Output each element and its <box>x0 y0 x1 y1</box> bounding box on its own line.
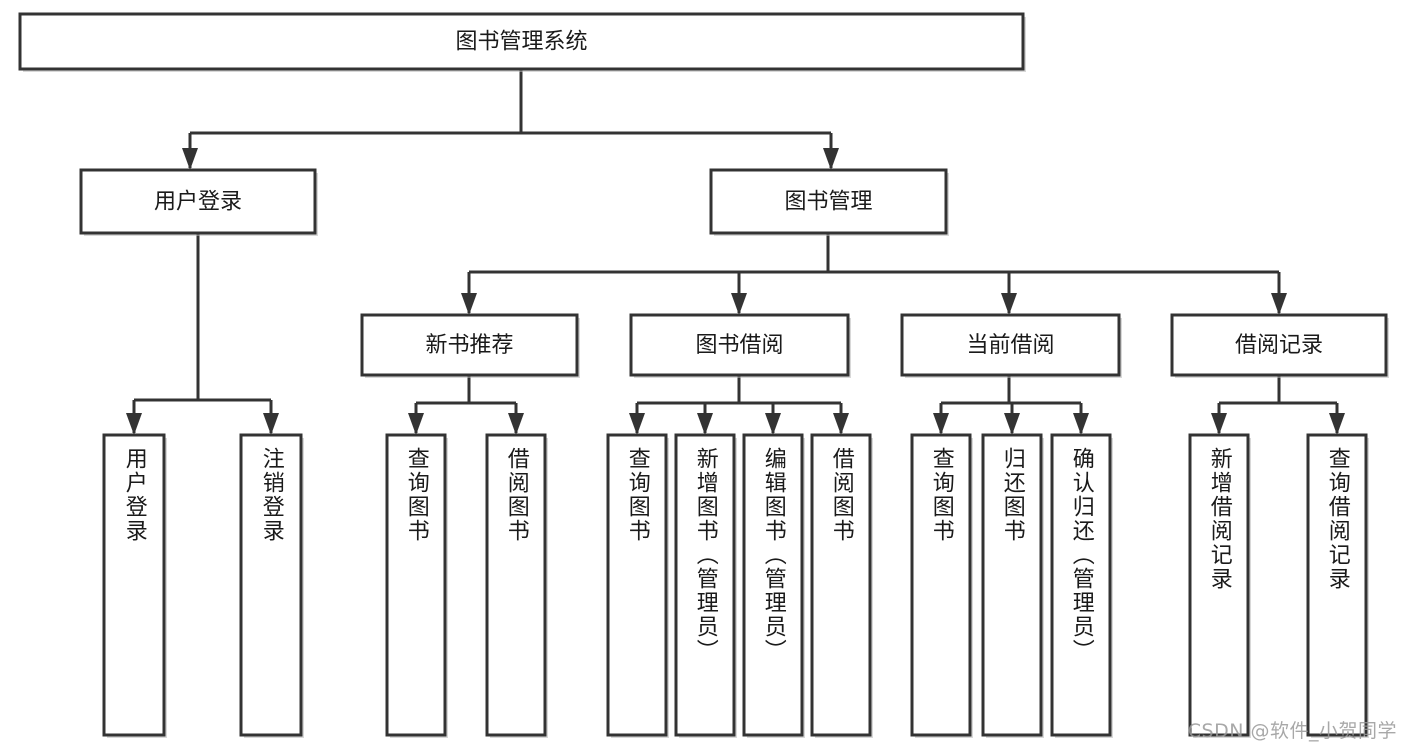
node-leaf-5[interactable] <box>674 433 736 737</box>
arrow-head-icon <box>126 413 142 435</box>
connectors-layer <box>126 69 1345 435</box>
node-leaf-0[interactable] <box>102 433 166 737</box>
node-level1-0-label: 用户登录 <box>154 190 242 215</box>
arrow-head-icon <box>933 413 949 435</box>
node-leaf-4[interactable] <box>606 433 668 737</box>
node-level2-0-label: 新书推荐 <box>425 333 513 358</box>
arrow-head-icon <box>263 413 279 435</box>
arrow-head-icon <box>1211 413 1227 435</box>
node-leaf-9[interactable] <box>981 433 1043 737</box>
arrow-head-icon <box>461 293 477 315</box>
node-leaf-11[interactable] <box>1188 433 1250 737</box>
arrow-head-icon <box>1073 413 1089 435</box>
node-leaf-6[interactable] <box>742 433 804 737</box>
node-leaf-8[interactable] <box>910 433 972 737</box>
arrow-head-icon <box>731 293 747 315</box>
arrow-head-icon <box>765 413 781 435</box>
node-leaf-3[interactable] <box>485 433 547 737</box>
node-level1-0[interactable] <box>79 168 317 235</box>
arrow-head-icon <box>833 413 849 435</box>
node-level2-1-label: 图书借阅 <box>695 333 783 358</box>
node-leaf-12[interactable] <box>1306 433 1368 737</box>
arrow-head-icon <box>697 413 713 435</box>
node-leaf-7[interactable] <box>810 433 872 737</box>
arrow-head-icon <box>182 148 198 170</box>
node-leaf-10[interactable] <box>1050 433 1112 737</box>
arrow-head-icon <box>408 413 424 435</box>
node-level1-1-label: 图书管理 <box>784 190 872 215</box>
arrow-head-icon <box>629 413 645 435</box>
watermark-text: CSDN @软件_小贺同学 <box>1187 720 1397 742</box>
node-level2-2-label: 当前借阅 <box>966 333 1054 358</box>
arrow-head-icon <box>1004 413 1020 435</box>
node-level1-1[interactable] <box>709 168 948 235</box>
node-level2-1[interactable] <box>629 313 850 377</box>
arrow-head-icon <box>508 413 524 435</box>
arrow-head-icon <box>1329 413 1345 435</box>
node-leaf-2[interactable] <box>385 433 447 737</box>
node-level2-2[interactable] <box>900 313 1121 377</box>
arrow-head-icon <box>1001 293 1017 315</box>
node-leaf-1[interactable] <box>239 433 303 737</box>
arrow-head-icon <box>823 148 839 170</box>
node-level2-3-label: 借阅记录 <box>1235 333 1323 358</box>
boxes-layer <box>18 12 1389 738</box>
node-root-label: 图书管理系统 <box>455 30 587 55</box>
arrow-head-icon <box>1271 293 1287 315</box>
node-root[interactable] <box>18 12 1025 71</box>
node-level2-3[interactable] <box>1170 313 1388 377</box>
node-level2-0[interactable] <box>360 313 579 377</box>
